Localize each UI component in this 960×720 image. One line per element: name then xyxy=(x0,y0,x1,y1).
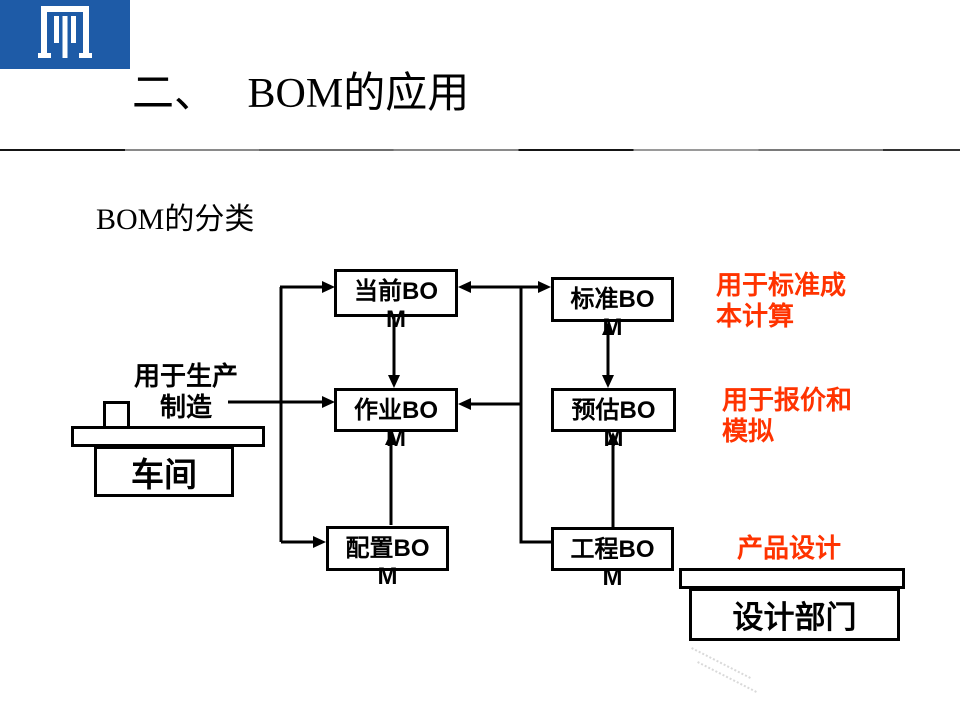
section-label: BOM的分类 xyxy=(96,203,255,236)
design-dept-body-shape: 设计部门 xyxy=(689,588,900,641)
workshop-roof-shape xyxy=(71,426,265,447)
design-dept-label: 设计部门 xyxy=(732,600,857,635)
note-standard-cost: 用于标准成 本计算 xyxy=(716,270,847,331)
company-logo xyxy=(0,0,130,69)
box-standard-bom: 标准BO M xyxy=(551,277,674,341)
workshop-label: 车间 xyxy=(131,455,197,493)
box-config-bom: 配置BO M xyxy=(326,526,449,590)
workshop-body-shape: 车间 xyxy=(94,446,234,497)
box-operation-bom-label: 作业BO M xyxy=(354,397,438,452)
box-standard-bom-label: 标准BO M xyxy=(570,286,655,341)
note-production-use: 用于生产 制造 xyxy=(133,361,238,422)
gate-pillars-icon xyxy=(38,5,92,58)
page-title: 二、 BOM的应用 xyxy=(132,71,470,117)
box-engineering-bom: 工程BO M xyxy=(551,527,674,591)
title-divider xyxy=(0,149,960,151)
note-product-design: 产品设计 xyxy=(737,533,842,563)
box-operation-bom: 作业BO M xyxy=(334,388,458,452)
box-current-bom: 当前BO M xyxy=(334,269,458,333)
note-quote-simulation: 用于报价和 模拟 xyxy=(722,385,853,446)
box-estimate-bom: 预估BO M xyxy=(551,388,676,452)
box-estimate-bom-label: 预估BO M xyxy=(571,397,656,452)
box-current-bom-label: 当前BO M xyxy=(354,278,438,333)
box-config-bom-label: 配置BO M xyxy=(345,535,430,590)
design-dept-roof-shape xyxy=(679,568,905,589)
box-engineering-bom-label: 工程BO M xyxy=(570,536,655,591)
